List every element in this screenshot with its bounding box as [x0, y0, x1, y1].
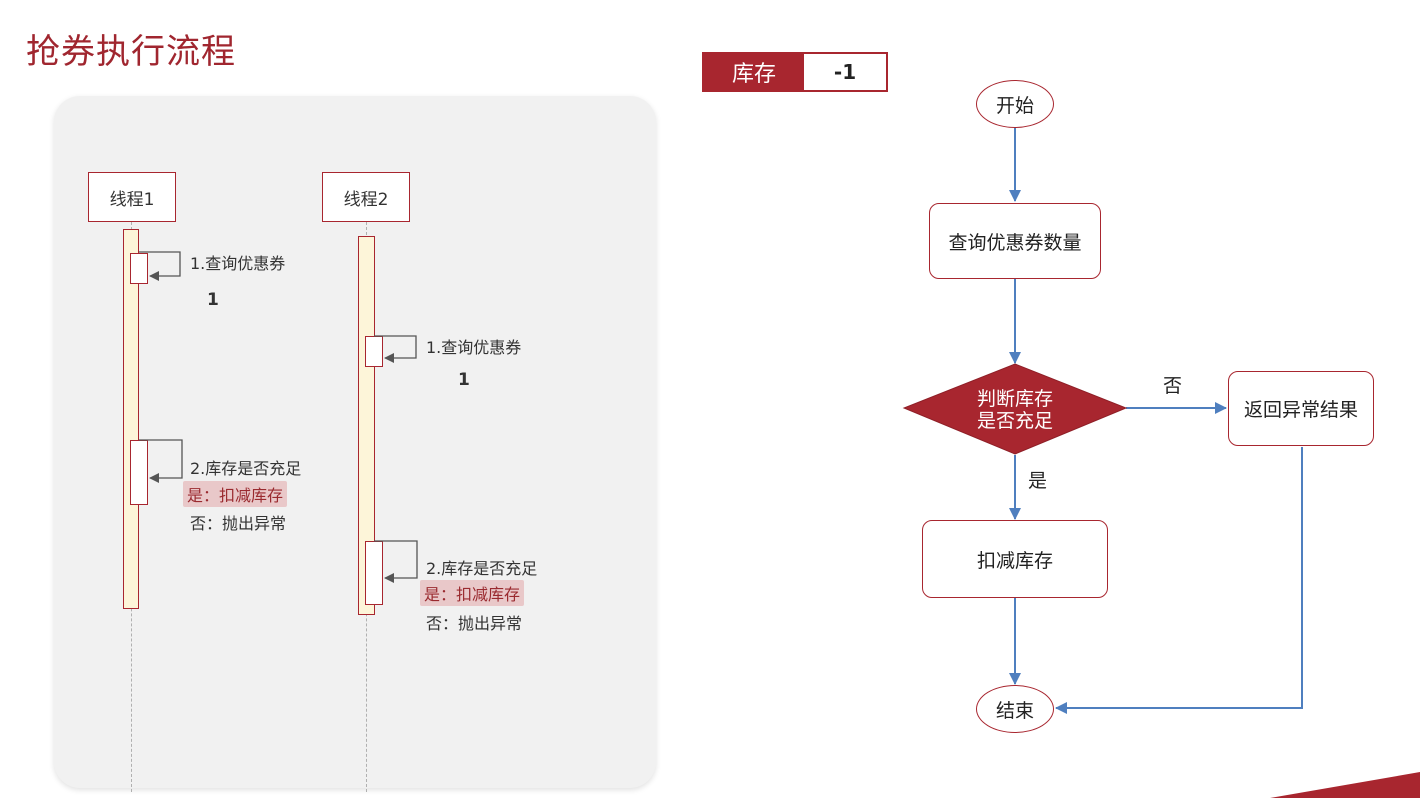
- decision-diamond: [902, 363, 1128, 455]
- thread-2-header: 线程2: [322, 172, 410, 222]
- thread-1-step1-self-arrow: [139, 251, 181, 281]
- thread-1-header: 线程1: [88, 172, 176, 222]
- thread-2-step2-no: 否：抛出异常: [426, 614, 523, 633]
- decision-line-1: 判断库存: [976, 388, 1053, 410]
- flow-start-node: 开始: [976, 80, 1054, 128]
- thread-2-step2-self-arrow: [374, 540, 418, 583]
- thread-1-step2-no: 否：抛出异常: [190, 514, 287, 533]
- flow-yes-label: 是: [1028, 470, 1048, 492]
- flow-no-label: 否: [1163, 375, 1183, 397]
- flow-end-node: 结束: [976, 685, 1054, 733]
- thread-1-step2-label: 2.库存是否充足: [190, 459, 302, 478]
- flow-error-node: 返回异常结果: [1228, 371, 1374, 446]
- stock-label: 库存: [704, 54, 804, 90]
- thread-1-step1-activation: [130, 253, 148, 284]
- decision-line-2: 是否充足: [976, 410, 1053, 432]
- flow-query-node: 查询优惠券数量: [929, 203, 1101, 279]
- thread-2-step1-self-arrow: [374, 335, 417, 363]
- thread-2-step2-yes-highlight: 是：扣减库存: [420, 580, 525, 606]
- corner-ribbon: [1270, 772, 1420, 798]
- page-title: 抢券执行流程: [26, 32, 236, 72]
- thread-1-step2-self-arrow: [139, 439, 183, 483]
- thread-1-activation-bar: [123, 229, 139, 609]
- thread-2-step1-result: 1: [458, 370, 470, 390]
- thread-2-step1-label: 1.查询优惠券: [426, 338, 522, 357]
- thread-2-step2-label: 2.库存是否充足: [426, 559, 538, 578]
- thread-2-activation-bar: [358, 236, 375, 615]
- thread-1-step2-yes-highlight: 是：扣减库存: [183, 481, 288, 507]
- flow-deduct-node: 扣减库存: [922, 520, 1108, 598]
- flow-decision-label: 判断库存 是否充足: [904, 384, 1126, 436]
- thread-1-step1-label: 1.查询优惠券: [190, 254, 286, 273]
- arrow-error-to-end: [1055, 447, 1303, 714]
- stock-value: -1: [804, 54, 886, 90]
- thread-1-step1-result: 1: [207, 290, 219, 310]
- stock-badge: 库存 -1: [702, 52, 888, 92]
